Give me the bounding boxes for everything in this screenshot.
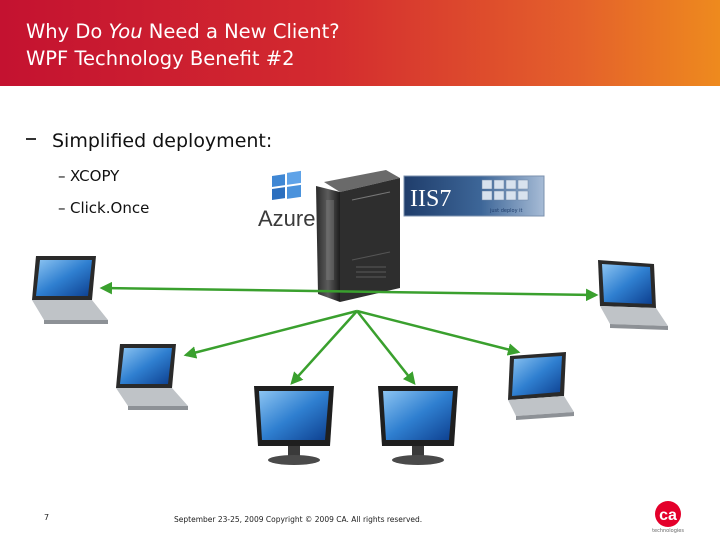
slide-title: Why Do You Need a New Client? WPF Techno… bbox=[26, 18, 340, 72]
arrow-to-monitor-right bbox=[356, 310, 416, 385]
monitor-icon bbox=[378, 386, 458, 465]
iis7-wordmark: IIS7 bbox=[410, 186, 451, 212]
azure-logo: Azure bbox=[258, 170, 315, 231]
monitor-icon bbox=[254, 386, 334, 465]
iis7-tagline: just deploy it bbox=[489, 208, 523, 214]
windows-flag-icon bbox=[272, 170, 301, 200]
sub-bullet-xcopy: –XCOPY bbox=[58, 167, 120, 185]
title-bar: Why Do You Need a New Client? WPF Techno… bbox=[0, 0, 720, 86]
laptop-icon bbox=[116, 344, 188, 410]
arrow-to-monitor-left bbox=[290, 310, 358, 385]
iis7-module-grid bbox=[481, 179, 529, 201]
server-tower-icon bbox=[316, 170, 400, 302]
double-arrow-icon bbox=[99, 281, 599, 302]
deployment-arrows bbox=[99, 281, 599, 385]
arrow-to-laptop-left bbox=[183, 309, 358, 359]
page-number: 7 bbox=[44, 513, 50, 522]
bullet-marker bbox=[26, 138, 36, 140]
ca-logo: ca technologies bbox=[652, 501, 684, 534]
sub-bullet-clickonce: –Click.Once bbox=[58, 199, 150, 217]
arrow-to-laptop-right bbox=[356, 309, 521, 356]
ca-logo-letters: ca bbox=[659, 507, 677, 524]
title-line-1: Why Do You Need a New Client? bbox=[26, 20, 340, 43]
footer-copyright: September 23-25, 2009 Copyright © 2009 C… bbox=[174, 515, 423, 524]
ca-logo-tagline: technologies bbox=[652, 528, 684, 534]
laptop-icon bbox=[598, 260, 668, 330]
bullet-simplified-deployment: Simplified deployment: bbox=[52, 130, 273, 152]
laptop-icon bbox=[508, 352, 574, 420]
laptop-icon bbox=[32, 256, 108, 324]
title-line-2: WPF Technology Benefit #2 bbox=[26, 47, 295, 70]
iis7-logo: IIS7 just deploy it bbox=[403, 175, 545, 217]
azure-wordmark: Azure bbox=[258, 206, 315, 231]
